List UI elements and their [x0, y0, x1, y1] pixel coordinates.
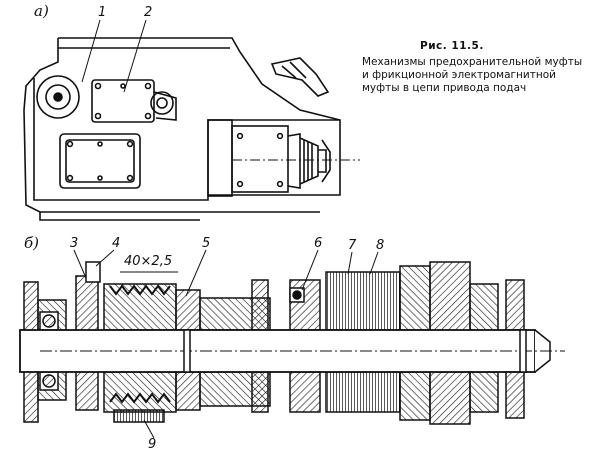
- callout-1: 1: [98, 5, 107, 20]
- callout-6: 6: [314, 236, 323, 251]
- callout-9: 9: [148, 437, 157, 452]
- callout-8: 8: [376, 238, 385, 253]
- panel-b-drawing: [19, 261, 565, 425]
- caption-title: Рис. 11.5.: [420, 40, 484, 52]
- callout-2: 2: [144, 5, 153, 20]
- panel-b-label: б): [24, 234, 40, 252]
- callout-4: 4: [112, 236, 121, 251]
- panel-a-drawing: [23, 37, 360, 221]
- panel-a-label: а): [34, 2, 49, 20]
- leader-lines: [73, 19, 379, 439]
- callout-3: 3: [70, 236, 79, 251]
- callout-5: 5: [202, 236, 211, 251]
- caption-text: Механизмы предохранительной муфты и фрик…: [362, 56, 583, 94]
- callout-7: 7: [348, 238, 357, 253]
- dimension-label: 40×2,5: [124, 254, 173, 269]
